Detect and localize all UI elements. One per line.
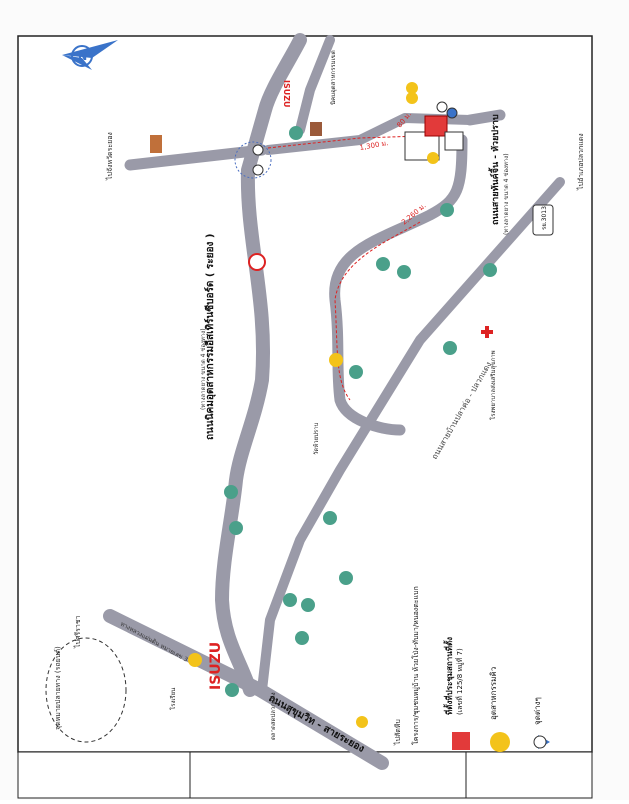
house-icon xyxy=(295,631,309,645)
legend-item1: ที่ตั้งที่ประชุมสถานที่ตั้ง xyxy=(443,637,455,715)
road-main-title: ถนนนิคมอุตสาหกรรมอีสเทิร์นซีบอร์ด ( ระยอ… xyxy=(204,234,216,440)
house-icon xyxy=(483,263,497,277)
temple-icon xyxy=(356,716,368,728)
house-icon xyxy=(440,203,454,217)
legend-pin-circle xyxy=(533,735,547,749)
dir-top-left: ไปจังหวัดระยอง xyxy=(105,132,114,181)
road-main-sub: (ทางลาดยาง ขนาด 4 ช่องทาง) xyxy=(200,328,207,410)
legend-project: โครงการ/ชุมชนหมู่บ้าน ห้วยโป่ง-ทับมา/หนอ… xyxy=(411,586,420,745)
destination-circle-label: จุดหมายปลายทาง (รถยนต์) xyxy=(54,646,62,730)
legend-item2: อุตสาหกรรมคิว xyxy=(489,667,498,720)
marker-4 xyxy=(329,353,343,367)
house-icon xyxy=(397,265,411,279)
house-icon xyxy=(224,485,238,499)
house-icon xyxy=(349,365,363,379)
house-icon xyxy=(225,683,239,697)
hospital-icon xyxy=(485,326,489,338)
house-icon xyxy=(443,341,457,355)
legend-item1-detail: (เลขที่ 125/8 หมู่ที่ 7) xyxy=(455,648,464,715)
building-icon xyxy=(150,135,162,153)
compass-n: N xyxy=(78,50,87,63)
marker-3 xyxy=(406,92,418,104)
road-top-right xyxy=(295,35,335,135)
legend: โครงการ/ชุมชนหมู่บ้าน ห้วยโป่ง-ทับมา/หนอ… xyxy=(411,586,550,752)
yellow-markers xyxy=(329,82,439,367)
building-icon xyxy=(310,122,322,136)
isuzu-top-label: ISUZU xyxy=(282,80,291,108)
house-icon xyxy=(323,511,337,525)
nikhom-label: นิคมอุตสาหกรรมเขต xyxy=(330,50,337,105)
house-icon xyxy=(283,593,297,607)
legend-circle-icon xyxy=(490,732,510,752)
road-3013-sign xyxy=(532,204,554,236)
hospital-label: โรงพยาบาลส่งเสริมสุขภาพ xyxy=(489,350,497,420)
marker-2 xyxy=(406,82,418,94)
house-icon xyxy=(301,598,315,612)
road-saikan-sub: (ทางลาดยาง ขนาด 4 ช่องทาง) xyxy=(503,153,510,235)
market-label: ตลาดสดปลวกแดง xyxy=(270,692,277,740)
temple-label: วัดห้วยปราบ xyxy=(313,422,320,455)
legend-item3: จุดต่างๆ xyxy=(533,697,542,725)
junction-circle xyxy=(234,141,272,179)
legend-square-icon xyxy=(452,732,470,750)
destination-circle xyxy=(45,637,127,743)
school-label: โรงเรียน xyxy=(169,688,177,710)
compass-icon: N xyxy=(62,40,118,70)
dir-top-right: ไปอำเภอปลวกแดง xyxy=(576,133,585,191)
marker-1 xyxy=(427,152,439,164)
station-icon xyxy=(248,253,266,271)
isuzu-bottom-label: ISUZU xyxy=(208,642,224,690)
road-left-junction xyxy=(124,144,268,171)
house-icon xyxy=(229,521,243,535)
dir-bottom-left: ไปศรีราชา xyxy=(73,615,82,649)
road-diagonal xyxy=(257,177,565,695)
shell-icon xyxy=(188,653,202,667)
blue-circles xyxy=(252,101,458,176)
dir-bottom-right: ไปสัตหีบ xyxy=(393,719,402,746)
house-icon xyxy=(376,257,390,271)
house-icon xyxy=(339,571,353,585)
road-3013-label: รย.3013 xyxy=(541,206,548,230)
house-icon xyxy=(289,126,303,140)
road-bottom-diagonal xyxy=(103,609,389,770)
place-icons xyxy=(150,122,497,728)
route-dashed xyxy=(267,135,421,401)
bottom-strip xyxy=(17,751,593,799)
road-main xyxy=(215,33,307,697)
road-saikan-label: ถนนสายทันค์จิ้น - หัวยปราบ xyxy=(488,114,501,225)
